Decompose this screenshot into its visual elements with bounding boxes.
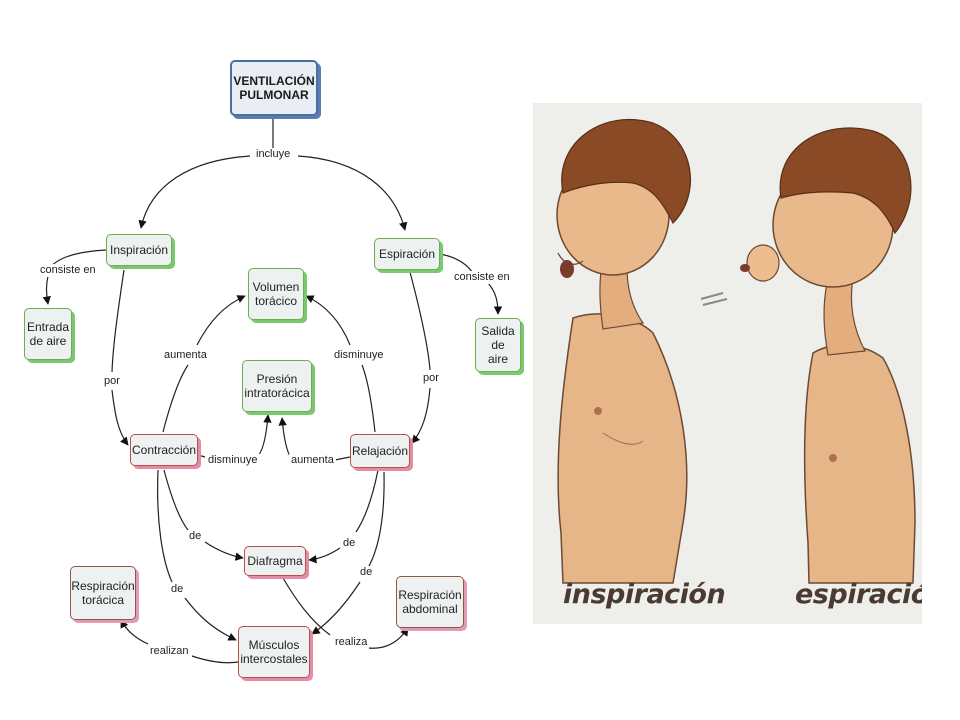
- link-aumenta-volumen: [196, 295, 246, 346]
- caption-inspiracion: inspiración: [563, 579, 726, 610]
- breathing-figures: [556, 118, 916, 584]
- boy-expiration-figure: [740, 127, 916, 584]
- link-espiracion-por: [409, 271, 431, 371]
- label-consiste-en-left: consiste en: [38, 264, 98, 277]
- breath-lines: [700, 292, 728, 306]
- node-respiracion-toracica[interactable]: Respiración torácica: [70, 566, 136, 620]
- label-por-right: por: [421, 372, 441, 385]
- label-de-relajacion-diafragma: de: [341, 537, 358, 550]
- link-contraccion-de-musc: [157, 469, 173, 583]
- label-de-contraccion-diafragma: de: [187, 530, 204, 543]
- label-incluye: incluye: [254, 148, 293, 161]
- node-ventilacion-pulmonar[interactable]: VENTILACIÓN PULMONAR: [230, 60, 318, 116]
- node-entrada-de-aire[interactable]: Entrada de aire: [24, 308, 72, 360]
- label-de-relajacion-musculos: de: [358, 566, 375, 579]
- link-consiste-entrada: [42, 275, 51, 305]
- label-realizan: realizan: [148, 645, 191, 658]
- link-musculos-realizan: [191, 655, 239, 664]
- node-diafragma[interactable]: Diafragma: [244, 546, 306, 576]
- link-contraccion-de-diaf: [163, 469, 189, 531]
- link-realizan-toracica: [120, 619, 149, 645]
- node-contraccion[interactable]: Contracción: [130, 434, 198, 466]
- concept-map-connectors: [42, 118, 503, 664]
- link-incluye-inspiracion: [138, 155, 251, 229]
- link-de-diafragma-r: [308, 547, 341, 564]
- link-realiza-abdominal: [367, 627, 409, 649]
- link-de-diafragma-l: [204, 541, 244, 561]
- node-presion-intratoracica[interactable]: Presión intratorácica: [242, 360, 312, 412]
- caption-espiracion: espiración: [795, 579, 922, 610]
- link-relajacion-disminuye: [361, 364, 376, 433]
- label-disminuye-presion: disminuye: [206, 454, 260, 467]
- label-realiza: realiza: [333, 636, 370, 649]
- label-disminuye-volumen: disminuye: [332, 349, 386, 362]
- link-disminuye-presion: [254, 414, 272, 459]
- node-respiracion-abdominal[interactable]: Respiración abdominal: [396, 576, 464, 628]
- node-inspiracion[interactable]: Inspiración: [106, 234, 172, 266]
- link-contraccion-disminuye-pres: [197, 454, 206, 458]
- node-espiracion[interactable]: Espiración: [374, 238, 440, 270]
- link-contraccion-aumenta: [162, 364, 189, 433]
- link-relajacion-de-diaf: [355, 469, 379, 533]
- link-diafragma-realiza: [282, 577, 331, 636]
- node-relajacion[interactable]: Relajación: [350, 434, 410, 468]
- link-relajacion-de-musc: [367, 471, 385, 569]
- link-aumenta-presion: [278, 417, 292, 459]
- breathing-illustration: inspiración espiración: [533, 103, 922, 624]
- label-aumenta-presion: aumenta: [289, 454, 336, 467]
- link-de-musculos-r: [311, 581, 361, 635]
- link-por-contraccion: [111, 389, 129, 446]
- label-por-left: por: [102, 375, 122, 388]
- node-salida-de-aire[interactable]: Salida de aire: [475, 318, 521, 372]
- label-aumenta-volumen: aumenta: [162, 349, 209, 362]
- link-por-relajacion: [411, 387, 431, 444]
- link-disminuye-volumen: [305, 295, 351, 346]
- link-relajacion-aumenta-pres: [334, 456, 351, 461]
- label-consiste-en-right: consiste en: [452, 271, 512, 284]
- boy-inspiration-figure: [556, 118, 691, 584]
- link-de-musculos-l: [184, 597, 237, 641]
- link-consiste-salida: [487, 282, 503, 315]
- node-musculos-intercostales[interactable]: Músculos intercostales: [238, 626, 310, 678]
- node-volumen-toracico[interactable]: Volumen torácico: [248, 268, 304, 320]
- label-de-contraccion-musculos: de: [169, 583, 186, 596]
- concept-map: VENTILACIÓN PULMONAR Inspiración Espirac…: [24, 60, 521, 678]
- link-inspiracion-por: [111, 269, 125, 373]
- link-incluye-espiracion: [297, 155, 408, 231]
